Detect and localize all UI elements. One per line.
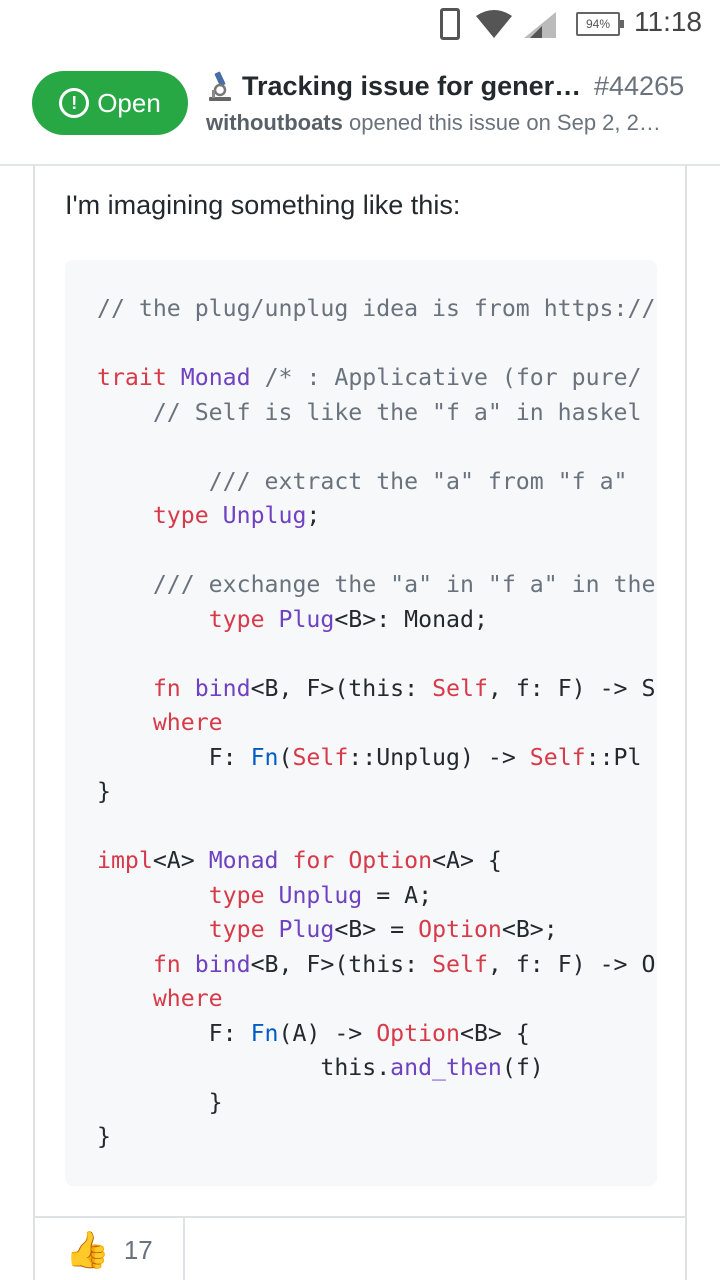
- issue-title[interactable]: Tracking issue for generi…: [242, 70, 586, 101]
- thumbs-up-icon: 👍: [65, 1229, 110, 1270]
- microscope-icon: [209, 71, 231, 101]
- phone-icon: [440, 8, 460, 40]
- wifi-icon: [476, 10, 512, 38]
- issue-number: #44265: [594, 70, 685, 101]
- clock: 11:18: [634, 6, 702, 37]
- signal-icon: [524, 12, 556, 38]
- code-content: // the plug/unplug idea is from https://…: [97, 295, 656, 1150]
- issue-author-link[interactable]: withoutboats: [206, 110, 343, 135]
- reaction-count: 17: [123, 1234, 153, 1265]
- battery-icon: 94%: [576, 12, 624, 36]
- comment-card: I'm imagining something like this: // th…: [33, 166, 687, 1280]
- issue-meta: withoutboats opened this issue on Sep 2,…: [206, 110, 696, 136]
- issue-meta-text: opened this issue on Sep 2, 2…: [342, 110, 661, 135]
- comment-body-text: I'm imagining something like this:: [65, 190, 461, 220]
- issue-state-badge[interactable]: ! Open: [32, 71, 188, 135]
- status-bar: 94% 11:18: [0, 0, 720, 50]
- issue-title-row: Tracking issue for generi… #44265: [206, 68, 706, 104]
- issue-state-label: Open: [97, 87, 161, 118]
- issue-open-icon: !: [59, 88, 90, 118]
- code-block: // the plug/unplug idea is from https://…: [65, 260, 657, 1186]
- battery-level: 94%: [585, 17, 611, 31]
- issue-header: ! Open Tracking issue for generi… #44265…: [0, 50, 720, 166]
- thumbs-up-reaction-button[interactable]: 👍 17: [35, 1218, 185, 1280]
- reactions-bar: 👍 17: [35, 1216, 685, 1280]
